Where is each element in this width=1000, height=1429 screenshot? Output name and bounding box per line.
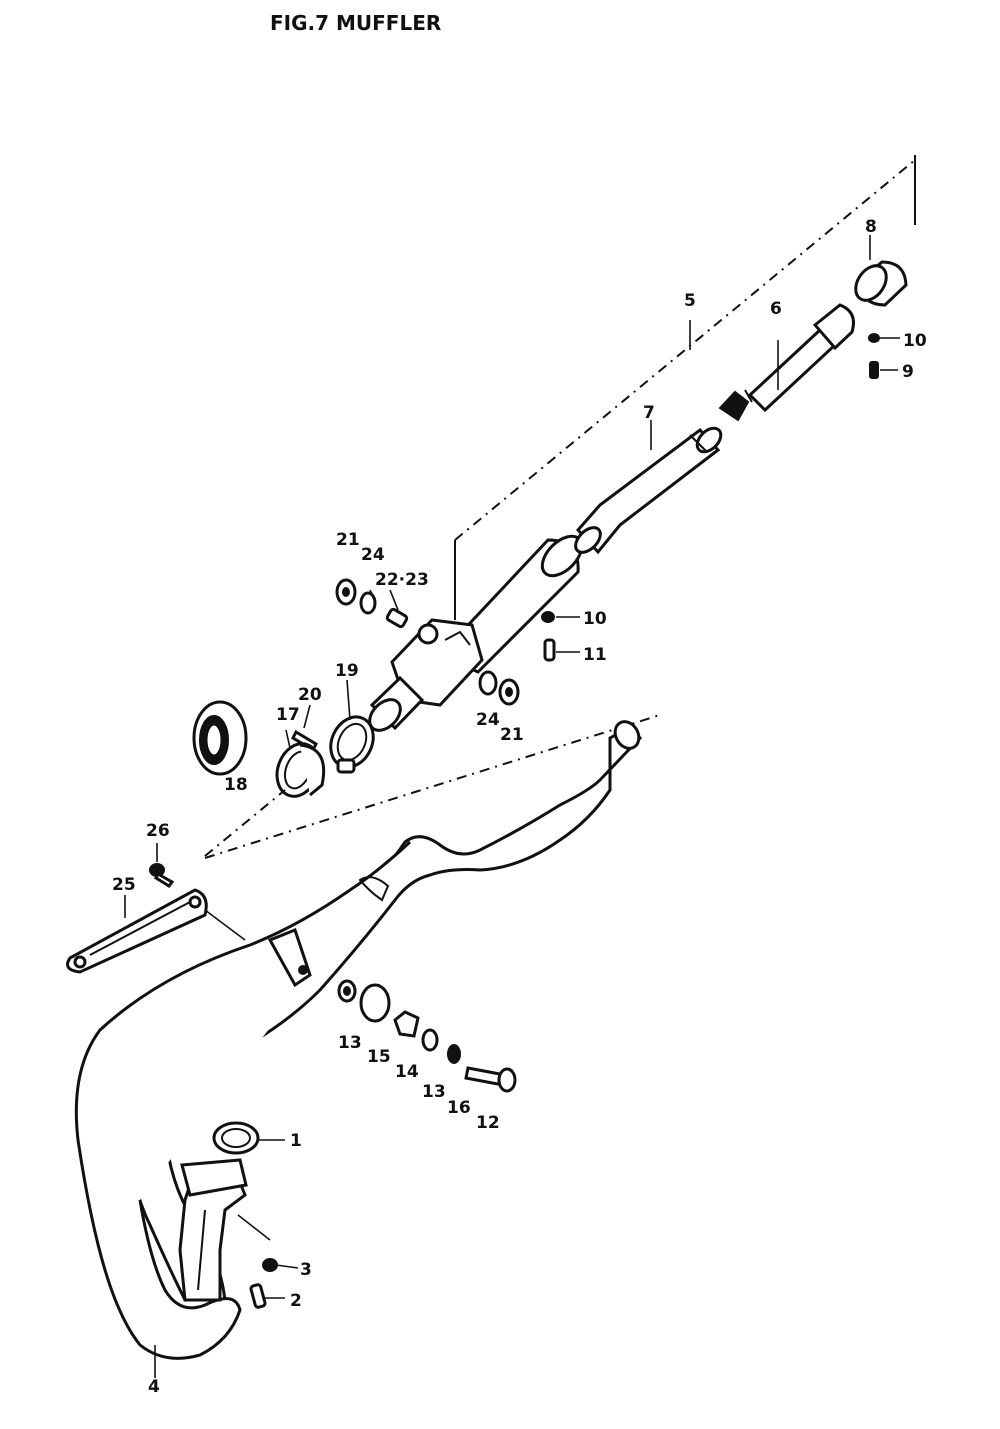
washer-24-upper bbox=[359, 591, 377, 615]
callout-21-lower: 21 bbox=[500, 725, 524, 745]
washer-10-top bbox=[868, 333, 900, 343]
callout-24-upper: 24 bbox=[361, 545, 385, 565]
callout-10-mid: 10 bbox=[583, 609, 607, 629]
callout-5: 5 bbox=[684, 291, 696, 311]
callout-13-left: 13 bbox=[338, 1033, 362, 1053]
gasket-1 bbox=[212, 1121, 260, 1155]
assembly-line-upper bbox=[204, 714, 661, 859]
inner-pipe bbox=[574, 426, 723, 555]
tail-pipe bbox=[718, 303, 855, 422]
bolt-12 bbox=[464, 1066, 517, 1093]
callout-4: 4 bbox=[148, 1377, 160, 1397]
callout-24-lower: 24 bbox=[476, 710, 500, 730]
figure-title: FIG.7 MUFFLER bbox=[270, 11, 441, 35]
exhaust-bracket bbox=[267, 928, 312, 988]
callout-14: 14 bbox=[395, 1062, 419, 1082]
callout-26: 26 bbox=[146, 821, 170, 841]
damper-15 bbox=[359, 983, 391, 1023]
bracket-25 bbox=[66, 888, 246, 974]
callout-11: 11 bbox=[583, 645, 607, 665]
pin-22-23 bbox=[385, 607, 409, 629]
callout-19: 19 bbox=[335, 661, 359, 681]
callout-3: 3 bbox=[300, 1260, 312, 1280]
callout-18: 18 bbox=[224, 775, 248, 795]
silencer-assembly-outline bbox=[454, 155, 916, 620]
clamp-19 bbox=[329, 715, 375, 774]
callout-1: 1 bbox=[290, 1131, 302, 1151]
nut-3 bbox=[262, 1258, 278, 1272]
callout-25: 25 bbox=[112, 875, 136, 895]
damper-13-left bbox=[337, 979, 357, 1003]
callout-7: 7 bbox=[643, 403, 655, 423]
washer-21-upper bbox=[335, 578, 357, 606]
washer-10-mid bbox=[541, 611, 580, 623]
callout-16: 16 bbox=[447, 1098, 471, 1118]
washer-24-lower bbox=[478, 670, 498, 696]
leader-lines bbox=[124, 235, 871, 1378]
callout-10-top: 10 bbox=[903, 331, 927, 351]
joint-17 bbox=[275, 742, 326, 798]
bolt-2 bbox=[249, 1283, 267, 1309]
callout-9: 9 bbox=[902, 362, 914, 382]
callout-22-23: 22·23 bbox=[375, 570, 429, 590]
callout-13-right: 13 bbox=[422, 1082, 446, 1102]
silencer-body bbox=[368, 534, 584, 732]
damper-13-right bbox=[421, 1028, 439, 1052]
callout-17: 17 bbox=[276, 705, 300, 725]
callout-8: 8 bbox=[865, 217, 877, 237]
bolt-11 bbox=[543, 638, 580, 662]
end-cap bbox=[854, 260, 908, 307]
seal-18 bbox=[192, 700, 248, 776]
exhaust-pipe-chamber bbox=[74, 720, 643, 1360]
assembly-line-lower bbox=[204, 789, 286, 857]
washer-16 bbox=[447, 1044, 461, 1064]
callouts: 1 2 3 4 5 6 7 8 9 10 10 11 12 13 13 14 1… bbox=[112, 217, 927, 1397]
callout-12: 12 bbox=[476, 1113, 500, 1133]
callout-6: 6 bbox=[770, 299, 782, 319]
bolt-9 bbox=[869, 361, 898, 379]
washer-21-lower bbox=[498, 678, 520, 706]
callout-2: 2 bbox=[290, 1291, 302, 1311]
callout-15: 15 bbox=[367, 1047, 391, 1067]
callout-20: 20 bbox=[298, 685, 322, 705]
callout-21-upper: 21 bbox=[336, 530, 360, 550]
bolt-26 bbox=[149, 863, 175, 888]
collar-14 bbox=[393, 1010, 420, 1038]
